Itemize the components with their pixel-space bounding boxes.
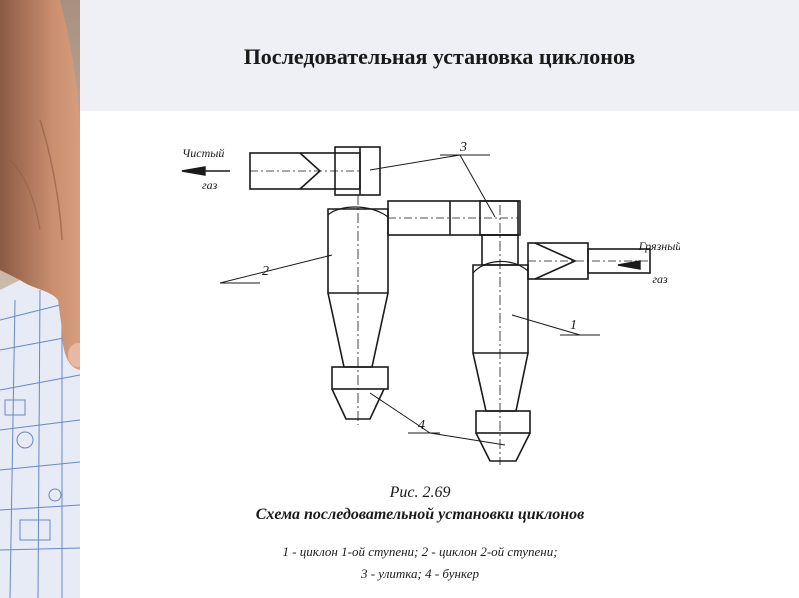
clean-gas-label-2: газ (202, 178, 218, 192)
cyclone-1-body (472, 264, 529, 354)
callout-3: 3 (459, 140, 467, 155)
figure-legend-line-2: 3 - улитка; 4 - бункер (360, 566, 480, 581)
callout-2: 2 (262, 264, 269, 279)
clean-gas-arrow-icon (181, 166, 206, 176)
hand-blueprint-image (0, 0, 80, 598)
slide-title: Последовательная установка циклонов (243, 44, 636, 69)
snail-2 (334, 146, 381, 196)
hopper-2-bottom (331, 388, 385, 420)
callout-4: 4 (418, 418, 425, 433)
figure-legend-line-1: 1 - циклон 1-ой ступени; 2 - циклон 2-ой… (282, 544, 558, 559)
callout-1: 1 (570, 318, 577, 333)
dirty-gas-label-1: Грязный (638, 239, 680, 253)
title-band (80, 0, 799, 111)
dirty-gas-label-2: газ (652, 272, 668, 286)
decorative-hand-photo (0, 0, 80, 598)
hopper-2-top (331, 366, 389, 390)
hopper-1-bottom (475, 432, 531, 462)
clean-gas-label-1: Чистый (182, 146, 224, 160)
figure-number: Рис. 2.69 (389, 484, 451, 501)
dirty-gas-arrow-icon (617, 260, 641, 270)
figure-title: Схема последовательной установки циклоно… (255, 506, 585, 523)
cyclone-diagram: Чистый газ Грязный газ 1 2 3 4 (181, 140, 680, 465)
hopper-1-top (475, 410, 531, 434)
cyclone-1-cone (472, 352, 529, 412)
